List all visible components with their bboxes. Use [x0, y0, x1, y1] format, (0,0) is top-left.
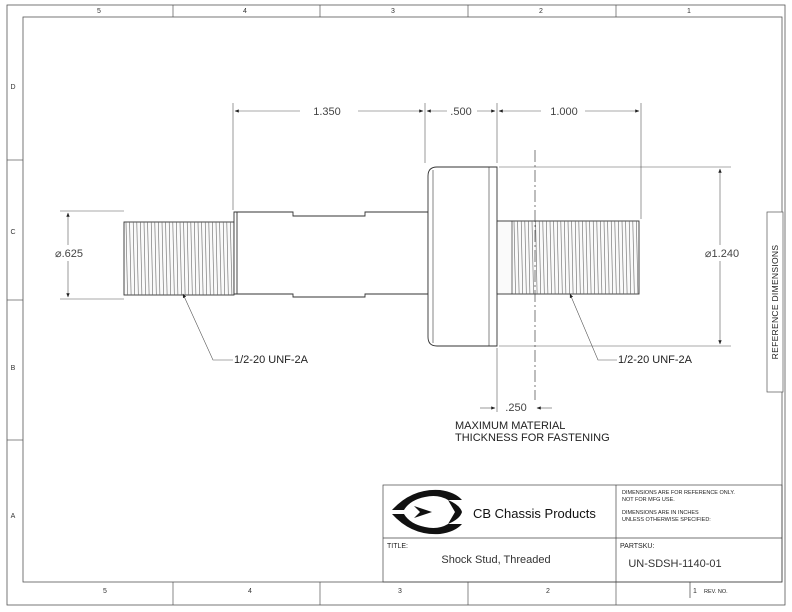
partsku-label: PARTSKU: — [620, 543, 654, 550]
dimension-note-3: DIMENSIONS ARE IN INCHES — [622, 510, 699, 516]
zone-row-a: A — [11, 513, 16, 520]
zone-col-3-top: 3 — [391, 8, 395, 15]
left-thread-crests — [125, 221, 233, 296]
company-logo-icon — [392, 489, 462, 535]
zone-col-1-top: 1 — [687, 8, 691, 15]
dim-fastening-thickness: .250 — [505, 402, 526, 414]
dimension-note-1: DIMENSIONS ARE FOR REFERENCE ONLY. — [622, 490, 735, 496]
zone-col-5-bottom: 5 — [103, 588, 107, 595]
zone-col-2-bottom: 2 — [546, 588, 550, 595]
dim-left-diameter: ⌀.625 — [55, 248, 83, 260]
material-note-line2: THICKNESS FOR FASTENING — [455, 432, 610, 444]
dim-left-length: 1.350 — [313, 106, 341, 118]
zone-col-3-bottom: 3 — [398, 588, 402, 595]
zone-col-2-top: 2 — [539, 8, 543, 15]
zone-ticks — [7, 5, 617, 605]
rev-no-label: REV. NO. — [704, 589, 728, 595]
shock-stud-part — [123, 166, 640, 347]
zone-col-5-top: 5 — [97, 8, 101, 15]
material-note-line1: MAXIMUM MATERIAL — [455, 420, 565, 432]
title-value: Shock Stud, Threaded — [441, 554, 550, 566]
title-block — [382, 484, 783, 598]
zone-col-1-bottom: 1 — [693, 588, 697, 595]
dim-head-diameter: ⌀1.240 — [705, 248, 739, 260]
title-label: TITLE: — [387, 543, 408, 550]
right-thread-crests — [513, 220, 639, 295]
right-thread-callout: 1/2-20 UNF-2A — [618, 354, 693, 366]
reference-dimensions-tab: REFERENCE DIMENSIONS — [766, 211, 784, 393]
company-name: CB Chassis Products — [473, 506, 596, 521]
zone-row-d: D — [10, 84, 15, 91]
left-thread-callout: 1/2-20 UNF-2A — [234, 354, 309, 366]
reference-dimensions-label: REFERENCE DIMENSIONS — [770, 245, 780, 360]
zone-col-4-bottom: 4 — [248, 588, 252, 595]
dim-right-length: 1.000 — [550, 106, 578, 118]
partsku-value: UN-SDSH-1140-01 — [628, 558, 721, 570]
zone-col-4-top: 4 — [243, 8, 247, 15]
dimension-note-4: UNLESS OTHERWISE SPECIFIED: — [622, 517, 711, 523]
dim-head-width: .500 — [450, 106, 471, 118]
zone-row-b: B — [11, 365, 16, 372]
dimension-note-2: NOT FOR MFG USE. — [622, 497, 675, 503]
zone-row-c: C — [10, 229, 15, 236]
